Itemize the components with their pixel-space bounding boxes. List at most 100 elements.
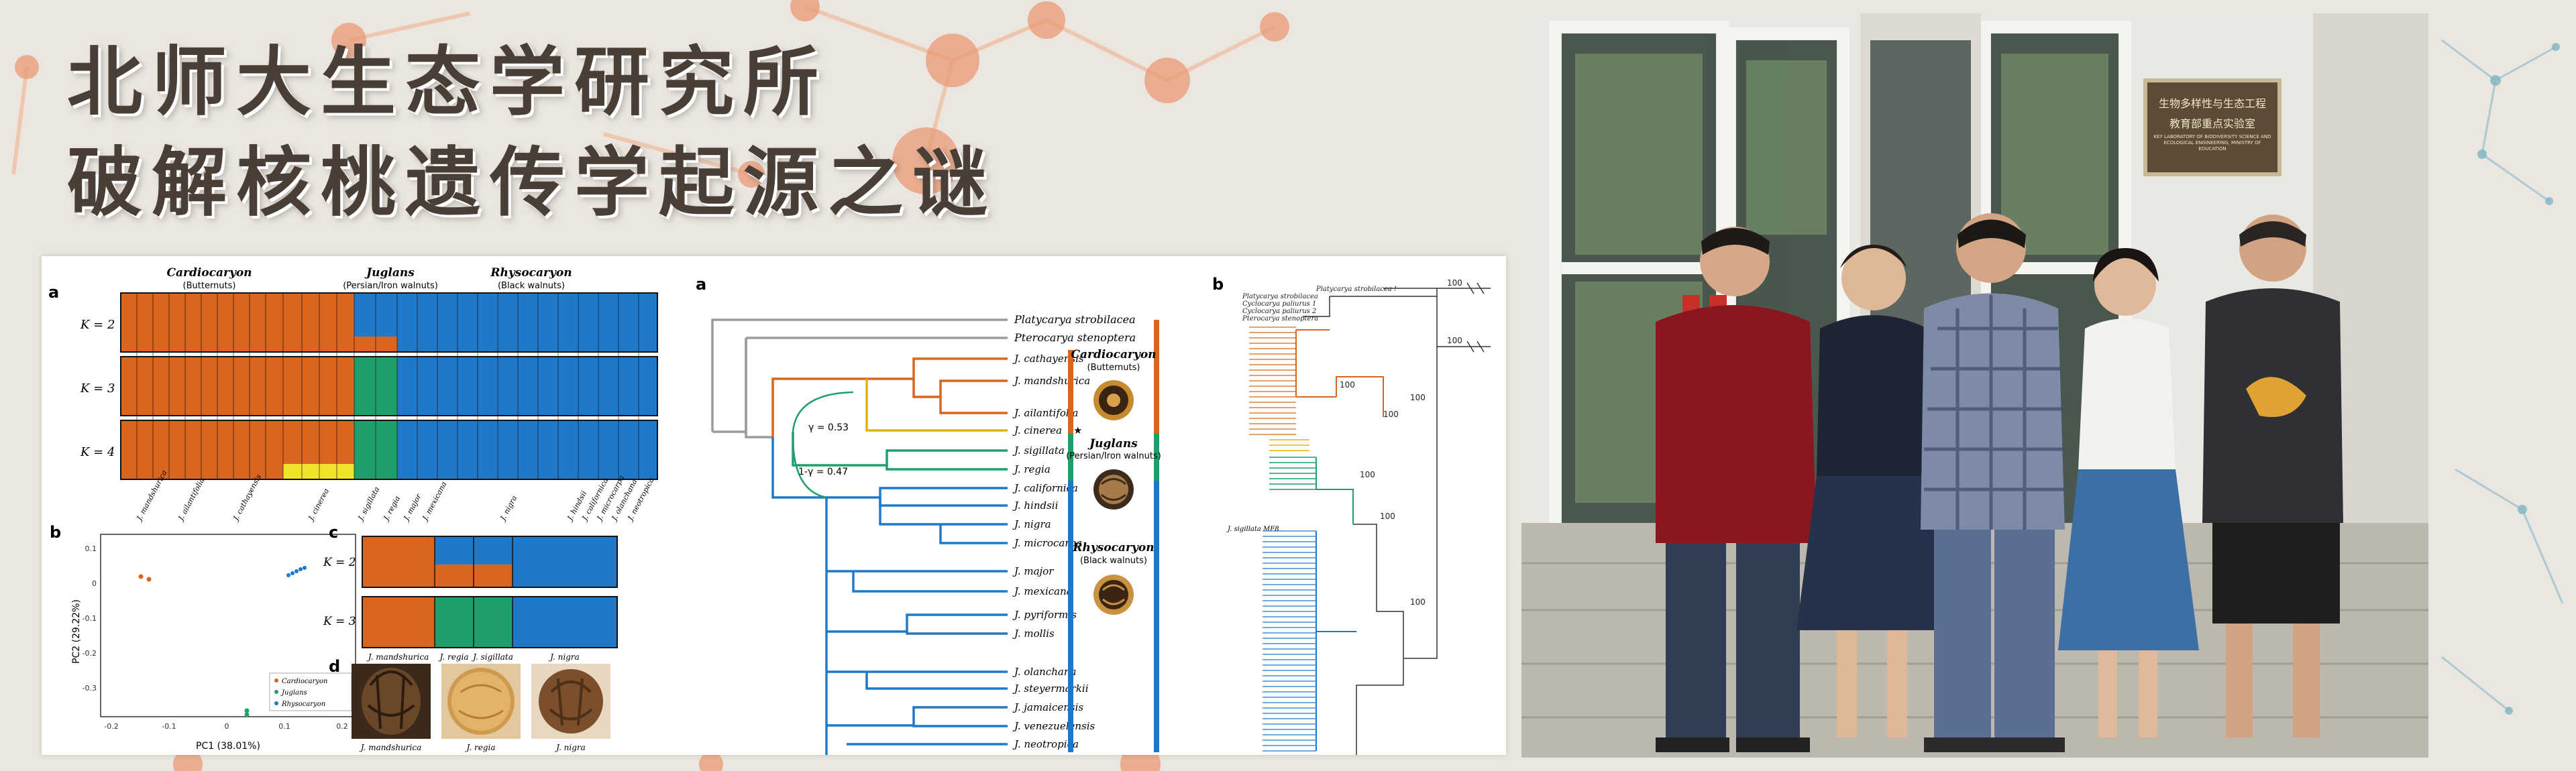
pca-point-rhysocaryon — [299, 567, 303, 571]
person-1 — [1656, 227, 1817, 752]
pca-ytick: -0.1 — [83, 614, 97, 623]
left-c-label: J. nigra — [548, 652, 580, 662]
left-c-label: J. regia — [437, 652, 468, 662]
person-3 — [1921, 213, 2065, 752]
right-b-label: Pterocarya stenoptera — [1242, 315, 1318, 322]
pca-plot: -0.2 -0.1 0 0.1 0.2 0.1 0 -0.1 -0.2 -0.3… — [71, 534, 356, 752]
right-a-species-labels: J. cathayensis J. mandshurica J. ailanti… — [1012, 353, 1095, 750]
pca-xtick: -0.1 — [162, 722, 176, 731]
right-a-species: J. hindsii — [1012, 499, 1059, 512]
right-a-species: J. neotropica — [1012, 738, 1079, 750]
pca-point-juglans — [244, 712, 250, 717]
right-b-blue-clade — [1263, 530, 1356, 752]
pca-ytick: 0 — [92, 579, 97, 588]
nut-icon-black-walnut — [1093, 575, 1134, 615]
nut-photo-mandshurica — [352, 664, 431, 739]
person-5 — [2202, 215, 2343, 737]
right-a-species: J. pyriformis — [1012, 609, 1077, 621]
left-d-label: J. mandshurica — [359, 743, 422, 752]
right-group-juglans: Juglans — [1087, 437, 1138, 451]
left-a-label: J. mexicana — [420, 480, 448, 523]
right-b-label: Platycarya strobilacea — [1242, 293, 1318, 300]
left-group-juglans-sub: (Persian/Iron walnuts) — [343, 281, 438, 291]
left-d-label: J. regia — [464, 743, 495, 752]
pca-point-juglans — [244, 708, 250, 713]
right-a-species: J. ailantifolia — [1012, 407, 1078, 419]
headline-line-2: 破解核桃遗传学起源之谜 — [67, 139, 997, 227]
nut-icon-butternut — [1093, 380, 1134, 420]
sigillata-label: J. sigillata MF8 — [1226, 526, 1279, 533]
right-a-outgroup-labels: Platycarya strobilacea Pterocarya stenop… — [1014, 313, 1136, 344]
pca-ylabel: PC2 (29.22%) — [71, 599, 82, 664]
left-a-row-k3: K = 3 — [80, 381, 115, 396]
sign-text-2: 教育部重点实验室 — [2169, 117, 2255, 130]
right-a-species: J. sigillata — [1012, 444, 1065, 457]
bootstrap-label: 100 — [1380, 512, 1395, 521]
bootstrap-label: 100 — [1447, 278, 1462, 288]
pca-xtick: 0.2 — [336, 722, 348, 731]
right-a-species: J. major — [1012, 565, 1054, 577]
lab-sign: 生物多样性与生态工程 教育部重点实验室 KEY LABORATORY OF BI… — [2143, 78, 2282, 176]
left-a-letter: a — [48, 283, 59, 302]
headline: 北师大生态学研究所 破解核桃遗传学起源之谜 — [67, 32, 997, 233]
group-bar-right-rhysocaryon — [1154, 481, 1159, 752]
pca-point-rhysocaryon — [286, 573, 290, 577]
phylo-tree-a — [711, 318, 1008, 755]
left-group-rhysocaryon-sub: (Black walnuts) — [498, 281, 565, 291]
left-a-label: J. ailantifolia — [176, 476, 206, 523]
structure-sample-dividers — [136, 293, 639, 479]
left-group-juglans: Juglans — [364, 266, 415, 280]
pca-xtick: -0.2 — [104, 722, 118, 731]
group-bar-cardiocaryon — [1068, 350, 1073, 434]
nut-photo-nigra — [531, 664, 610, 739]
pca-ytick: -0.2 — [83, 649, 97, 658]
left-c-label: J. mandshurica — [366, 652, 429, 662]
right-group-cardiocaryon-sub: (Butternuts) — [1087, 363, 1140, 373]
pca-xtick: 0 — [225, 722, 229, 731]
sign-text-3: KEY LABORATORY OF BIODIVERSITY SCIENCE A… — [2153, 134, 2271, 152]
gamma-top: γ = 0.53 — [808, 422, 849, 433]
cinerea-star-icon: ★ — [1073, 424, 1082, 436]
person-2 — [1796, 245, 1951, 737]
person-4 — [2058, 248, 2199, 737]
pca-legend: Cardiocaryon Juglans Rhysocaryon — [269, 672, 352, 711]
right-a-species: J. jamaicensis — [1012, 701, 1083, 713]
right-b-bootstrap: 100 100 100 100 100 100 100 100 — [1340, 278, 1462, 607]
left-a-label: J. nigra — [498, 494, 519, 523]
right-group-cardiocaryon: Cardiocaryon — [1071, 348, 1156, 361]
pca-point-rhysocaryon — [294, 569, 299, 573]
left-a-label: J. cathayensis — [231, 473, 263, 523]
right-a-outgroup: Platycarya strobilacea — [1014, 313, 1136, 326]
left-a-label: J. sigillata — [356, 485, 381, 523]
pca-point-rhysocaryon — [290, 571, 294, 575]
pca-legend-item: Rhysocaryon — [281, 701, 325, 708]
right-b-top-labels: Platycarya strobilacea ! Platycarya stro… — [1242, 286, 1397, 322]
group-bar-juglans — [1068, 434, 1073, 481]
pca-point-cardiocaryon — [138, 574, 144, 579]
structure-plot-k4 — [121, 420, 657, 479]
left-b-letter: b — [50, 523, 61, 542]
pca-point-rhysocaryon — [303, 566, 307, 570]
structure-plot-k3 — [121, 357, 657, 416]
pca-xtick: 0.1 — [278, 722, 290, 731]
left-a-row-k2: K = 2 — [80, 318, 115, 332]
right-a-letter: a — [696, 275, 706, 294]
left-c-label: J. sigillata — [471, 652, 513, 662]
headline-line-1: 北师大生态学研究所 — [67, 39, 828, 126]
nut-icon-persian-walnut — [1093, 469, 1134, 510]
bootstrap-label: 100 — [1447, 336, 1462, 345]
right-a-species: J. mollis — [1012, 628, 1055, 640]
figure-panel: a Cardiocaryon (Butternuts) Juglans (Per… — [42, 256, 1506, 755]
right-a-species: J. regia — [1012, 463, 1051, 475]
right-b-label: Cyclocarya paliurus 2 — [1242, 308, 1316, 315]
left-a-row-k4: K = 4 — [80, 445, 115, 459]
group-bar-rhysocaryon — [1068, 481, 1073, 752]
structure-c-k2 — [362, 536, 618, 588]
left-group-cardiocaryon-sub: (Butternuts) — [183, 281, 236, 291]
bootstrap-label: 100 — [1410, 393, 1426, 402]
right-b-orange-clade — [1249, 327, 1384, 451]
group-bar-right-cardiocaryon — [1154, 320, 1159, 434]
bootstrap-label: 100 — [1340, 380, 1355, 390]
right-a-species: J. nigra — [1012, 518, 1051, 530]
right-a-species: J. steyermarkii — [1012, 683, 1089, 695]
